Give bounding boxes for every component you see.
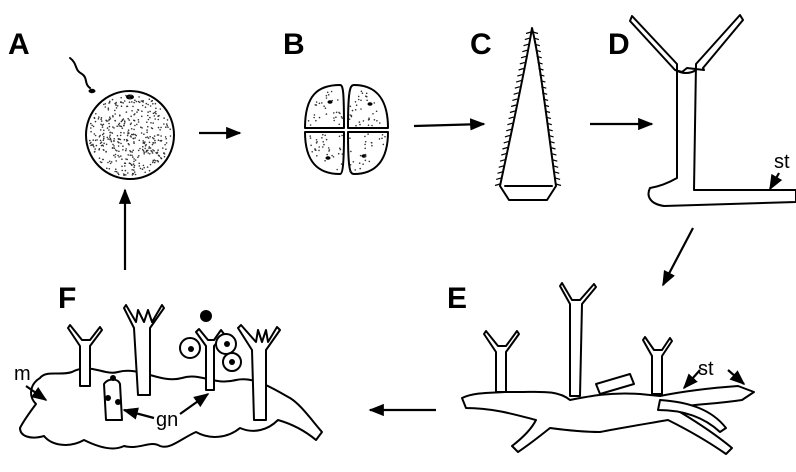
panel-label-e: E [447, 282, 467, 315]
egg-cell [86, 91, 174, 179]
panel-label-f: F [58, 282, 76, 315]
stolon-pointer-e-right [728, 370, 744, 384]
panel-label-b: B [283, 28, 305, 61]
sperm-icon [70, 58, 96, 93]
panel-label-a: A [8, 28, 30, 61]
arrow-d-to-e [663, 228, 693, 285]
stolon-label-e: st [698, 358, 714, 380]
four-cell-embryo [305, 85, 388, 174]
stolon-label-d: st [774, 151, 790, 173]
planula-larva [495, 28, 561, 200]
panel-label-d: D [608, 28, 630, 61]
primary-polyp [630, 15, 796, 206]
panel-label-c: C [470, 28, 492, 61]
mat-label: m [14, 363, 31, 385]
stolon-pointer-d [770, 173, 779, 189]
gonozooid-label: gn [156, 409, 178, 431]
arrow-b-to-c [414, 124, 484, 126]
